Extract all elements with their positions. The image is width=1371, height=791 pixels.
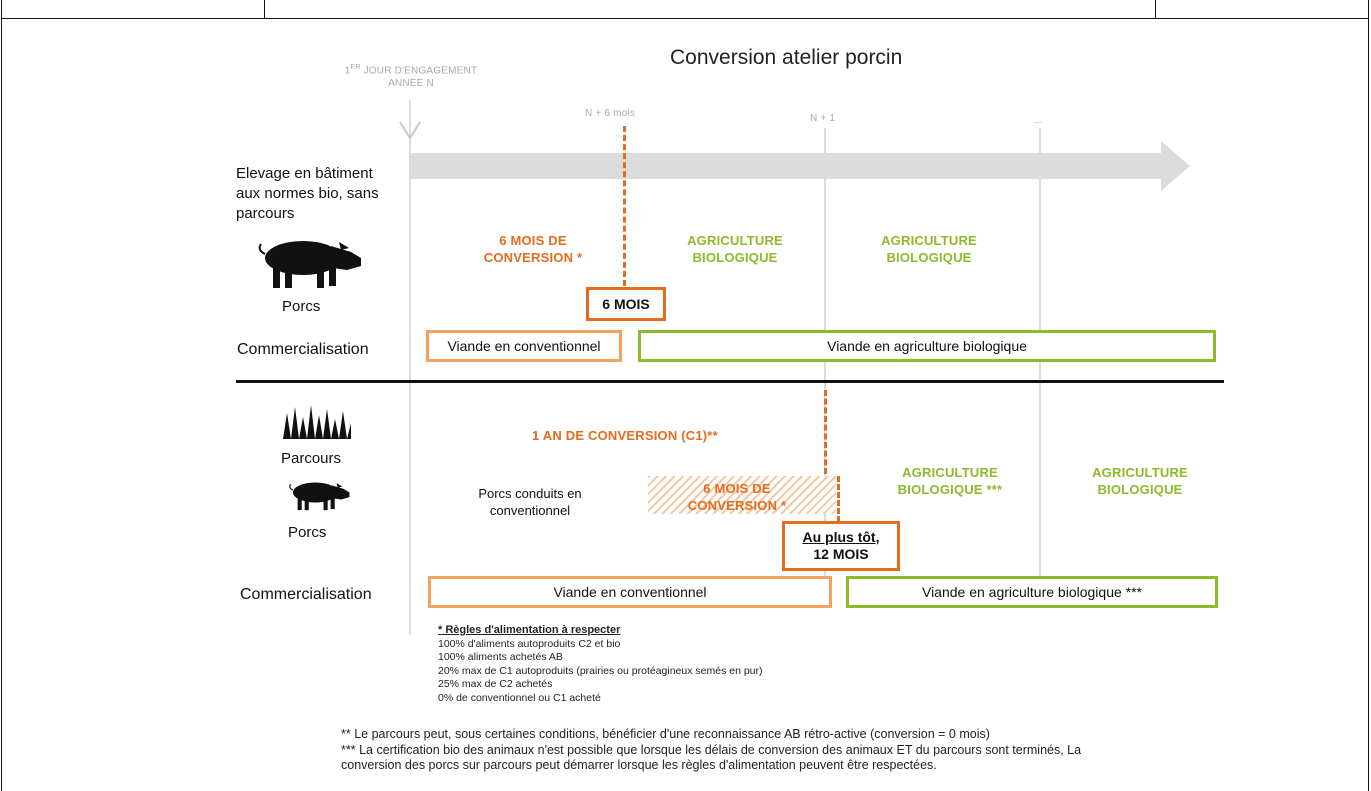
table-border-right <box>1368 0 1369 791</box>
feeding-rule-item: 100% d'aliments autoproduits C2 et bio <box>438 637 621 650</box>
diagram-title: Conversion atelier porcin <box>670 46 903 69</box>
section2-animal-label: Porcs <box>288 524 327 541</box>
section1-bio-box: Viande en agriculture biologique <box>638 330 1216 362</box>
feeding-rule-item: 0% de conventionnel ou C1 acheté <box>438 691 601 704</box>
section2-bio-text-1: AGRICULTURE BIOLOGIQUE *** <box>897 465 1003 497</box>
section1-conversion-text: 6 MOIS DE CONVERSION * <box>483 233 583 265</box>
section2-dash-line-1 <box>824 390 827 474</box>
section2-dash-line-2 <box>837 476 840 522</box>
section-divider <box>236 380 1224 383</box>
section1-conv-box: Viande en conventionnel <box>426 330 622 362</box>
feeding-rule-item: 25% max de C2 achetés <box>438 678 553 690</box>
feeding-rules: * Règles d'alimentation à respecter 100%… <box>438 624 858 705</box>
section2-marker-box: Au plus tôt, 12 MOIS <box>782 521 900 571</box>
section2-bio-text-2: AGRICULTURE BIOLOGIQUE <box>1092 465 1188 497</box>
table-row-line <box>1 18 1369 19</box>
footnote-2: *** La certification bio des animaux n'e… <box>341 742 1082 757</box>
section1-marker-box: 6 MOIS <box>586 287 666 321</box>
section2-conversion-text: 6 MOIS DE CONVERSION * <box>687 481 787 513</box>
start-label: 1ER JOUR D'ENGAGEMENT ANNEE N <box>344 64 478 90</box>
section1-animal-label: Porcs <box>282 298 321 315</box>
grass-icon <box>283 405 351 439</box>
footnote-1: ** Le parcours peut, sous certaines cond… <box>341 727 990 741</box>
footnotes: ** Le parcours peut, sous certaines cond… <box>341 727 1161 774</box>
feeding-rules-heading: * Règles d'alimentation à respecter <box>438 624 621 636</box>
table-divider-2 <box>1155 0 1156 18</box>
section1-commercialisation-label: Commercialisation <box>237 341 369 358</box>
n1-grid-line <box>824 128 826 608</box>
timeline-label-n1: N + 1 <box>810 113 836 124</box>
section2-bio-box: Viande en agriculture biologique *** <box>846 576 1218 608</box>
timeline-label-dots: ... <box>1034 115 1043 126</box>
section1-description: Elevage en bâtiment aux normes bio, sans… <box>236 165 379 222</box>
table-border-left <box>1 0 2 791</box>
section2-parcours-label: Parcours <box>281 450 342 467</box>
start-grid-line <box>409 100 411 635</box>
footnote-2-cont: conversion des porcs sur parcours peut d… <box>341 758 937 772</box>
timeline-arrow <box>409 141 1190 191</box>
table-divider-1 <box>264 0 265 18</box>
feeding-rule-item: 100% aliments achetés AB <box>438 651 563 663</box>
section2-conv-box: Viande en conventionnel <box>428 576 832 608</box>
pig-icon <box>258 241 361 288</box>
down-arrow-icon <box>399 121 421 140</box>
section1-bio-text-2: AGRICULTURE BIOLOGIQUE <box>881 233 977 265</box>
section2-hatched-area <box>648 476 836 514</box>
section1-bio-text-1: AGRICULTURE BIOLOGIQUE <box>687 233 783 265</box>
section2-conventional-text: Porcs conduits en conventionnel <box>478 486 582 518</box>
pig-icon <box>289 482 350 511</box>
section2-conversion-c1: 1 AN DE CONVERSION (C1)** <box>532 428 718 443</box>
section2-commercialisation-label: Commercialisation <box>240 586 372 603</box>
feeding-rule-item: 20% max de C1 autoproduits (prairies ou … <box>438 664 763 677</box>
dots-grid-line <box>1039 128 1041 608</box>
timeline-label-n6: N + 6 mois <box>585 108 636 119</box>
section1-dash-line <box>623 126 626 286</box>
